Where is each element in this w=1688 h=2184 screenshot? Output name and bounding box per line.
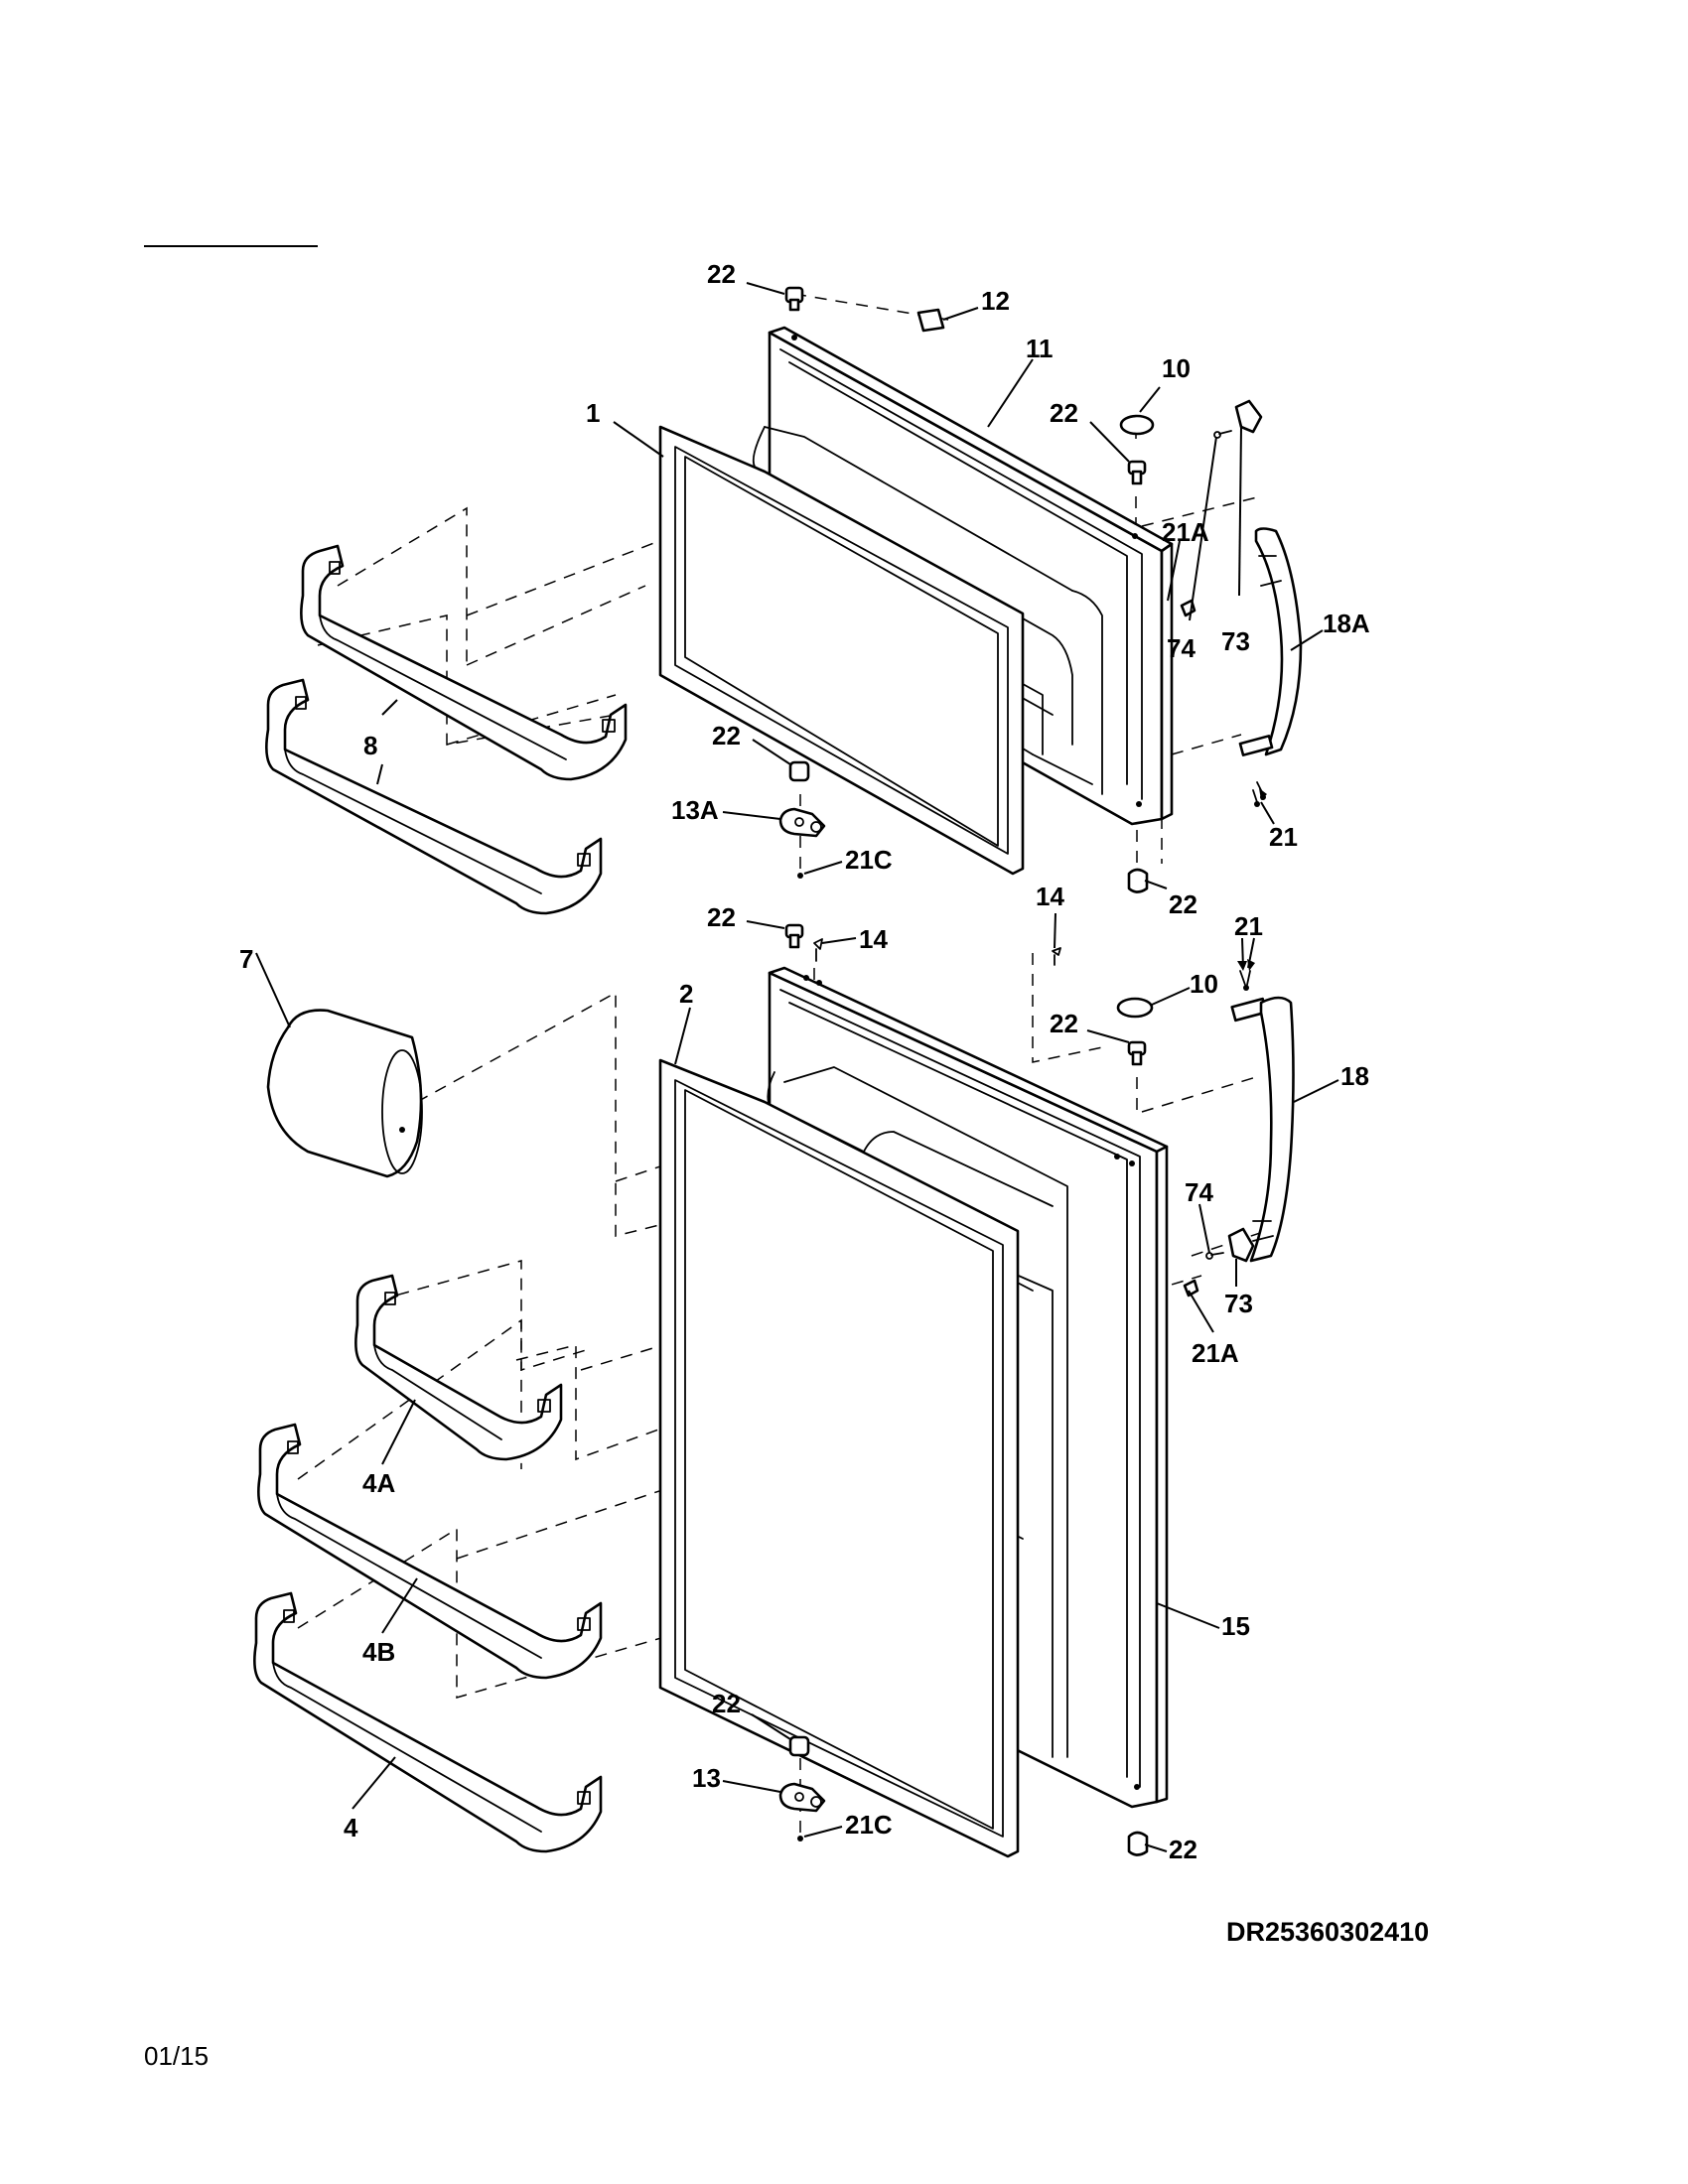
door-shelf-4A: [354, 1274, 563, 1461]
callout-21A-top: 21A: [1162, 517, 1209, 547]
screw-22-top-right: [1127, 460, 1147, 485]
top-hinge-screw: [784, 286, 804, 312]
callout-7: 7: [239, 944, 253, 974]
freezer-door-outer-panel: [752, 326, 1174, 826]
callout-4: 4: [344, 1813, 358, 1843]
callout-1: 1: [586, 398, 600, 428]
freezer-door-shelf-upper: [300, 544, 628, 781]
diagram-code: DR25360302410: [1226, 1917, 1429, 1947]
callout-8: 8: [363, 731, 377, 760]
callout-leader-lines: [255, 282, 1339, 1852]
handle-screws-21-lower: [1239, 970, 1251, 991]
freezer-door-shelf-lower: [265, 678, 603, 915]
callout-22-d: 22: [1169, 889, 1197, 919]
callout-73-top: 73: [1221, 626, 1250, 656]
callout-74-bot: 74: [1185, 1177, 1213, 1207]
callout-22-top: 22: [707, 259, 736, 289]
callout-21C-bot: 21C: [845, 1810, 893, 1840]
fresh-food-door-gasket: [658, 1058, 1020, 1858]
callout-11: 11: [1026, 334, 1054, 363]
callout-22-g: 22: [712, 1689, 741, 1718]
screw-14-pair: [813, 938, 1061, 966]
callout-13A: 13A: [671, 795, 719, 825]
callout-18A: 18A: [1323, 609, 1370, 638]
callout-4A: 4A: [362, 1468, 395, 1498]
callout-22-f: 22: [1050, 1009, 1078, 1038]
callout-4B: 4B: [362, 1637, 395, 1667]
callout-2: 2: [679, 979, 693, 1009]
bushing-22-lower-right: [1127, 1831, 1149, 1856]
callout-12: 12: [981, 286, 1010, 316]
fresh-food-door-handle: [1183, 996, 1295, 1297]
freezer-door-gasket: [658, 425, 1025, 876]
plug-button-top: [1119, 414, 1155, 436]
callout-22-e: 22: [707, 902, 736, 932]
callout-13: 13: [692, 1763, 721, 1793]
bushing-22-upper-right: [1127, 868, 1149, 893]
callout-18: 18: [1340, 1061, 1369, 1091]
callout-10-bot: 10: [1190, 969, 1218, 999]
hinge-13-and-bushing: [778, 1735, 826, 1842]
page-date: 01/15: [144, 2041, 209, 2071]
callout-14-b: 14: [859, 924, 888, 954]
screw-22-lower-right: [1127, 1040, 1147, 1066]
label-12: [916, 308, 945, 333]
callout-21-mid: 21: [1234, 911, 1263, 941]
callout-22-b: 22: [1050, 398, 1078, 428]
callout-22-c: 22: [712, 721, 741, 751]
callout-21A-bot: 21A: [1192, 1338, 1239, 1368]
dairy-compartment-cover: [266, 1009, 423, 1178]
screw-22-lower-top: [784, 923, 804, 949]
callout-73-bot: 73: [1224, 1289, 1253, 1318]
plug-button-lower: [1116, 997, 1154, 1019]
callout-10-top: 10: [1162, 353, 1191, 383]
door-shelf-4: [253, 1591, 603, 1853]
door-shelf-4B: [257, 1423, 603, 1680]
callout-21C-top: 21C: [845, 845, 893, 875]
callout-15: 15: [1221, 1611, 1250, 1641]
callout-21-top: 21: [1269, 822, 1298, 852]
hinge-13A-and-bushing: [778, 760, 826, 879]
callout-74-top: 74: [1167, 633, 1196, 663]
callout-14-a: 14: [1036, 882, 1064, 911]
callout-labels: 22 12 11 10 22 1 21A 74 73 18A 8 22 13A …: [239, 259, 1370, 1864]
arrowheads: [1237, 788, 1267, 971]
callout-22-h: 22: [1169, 1835, 1197, 1864]
